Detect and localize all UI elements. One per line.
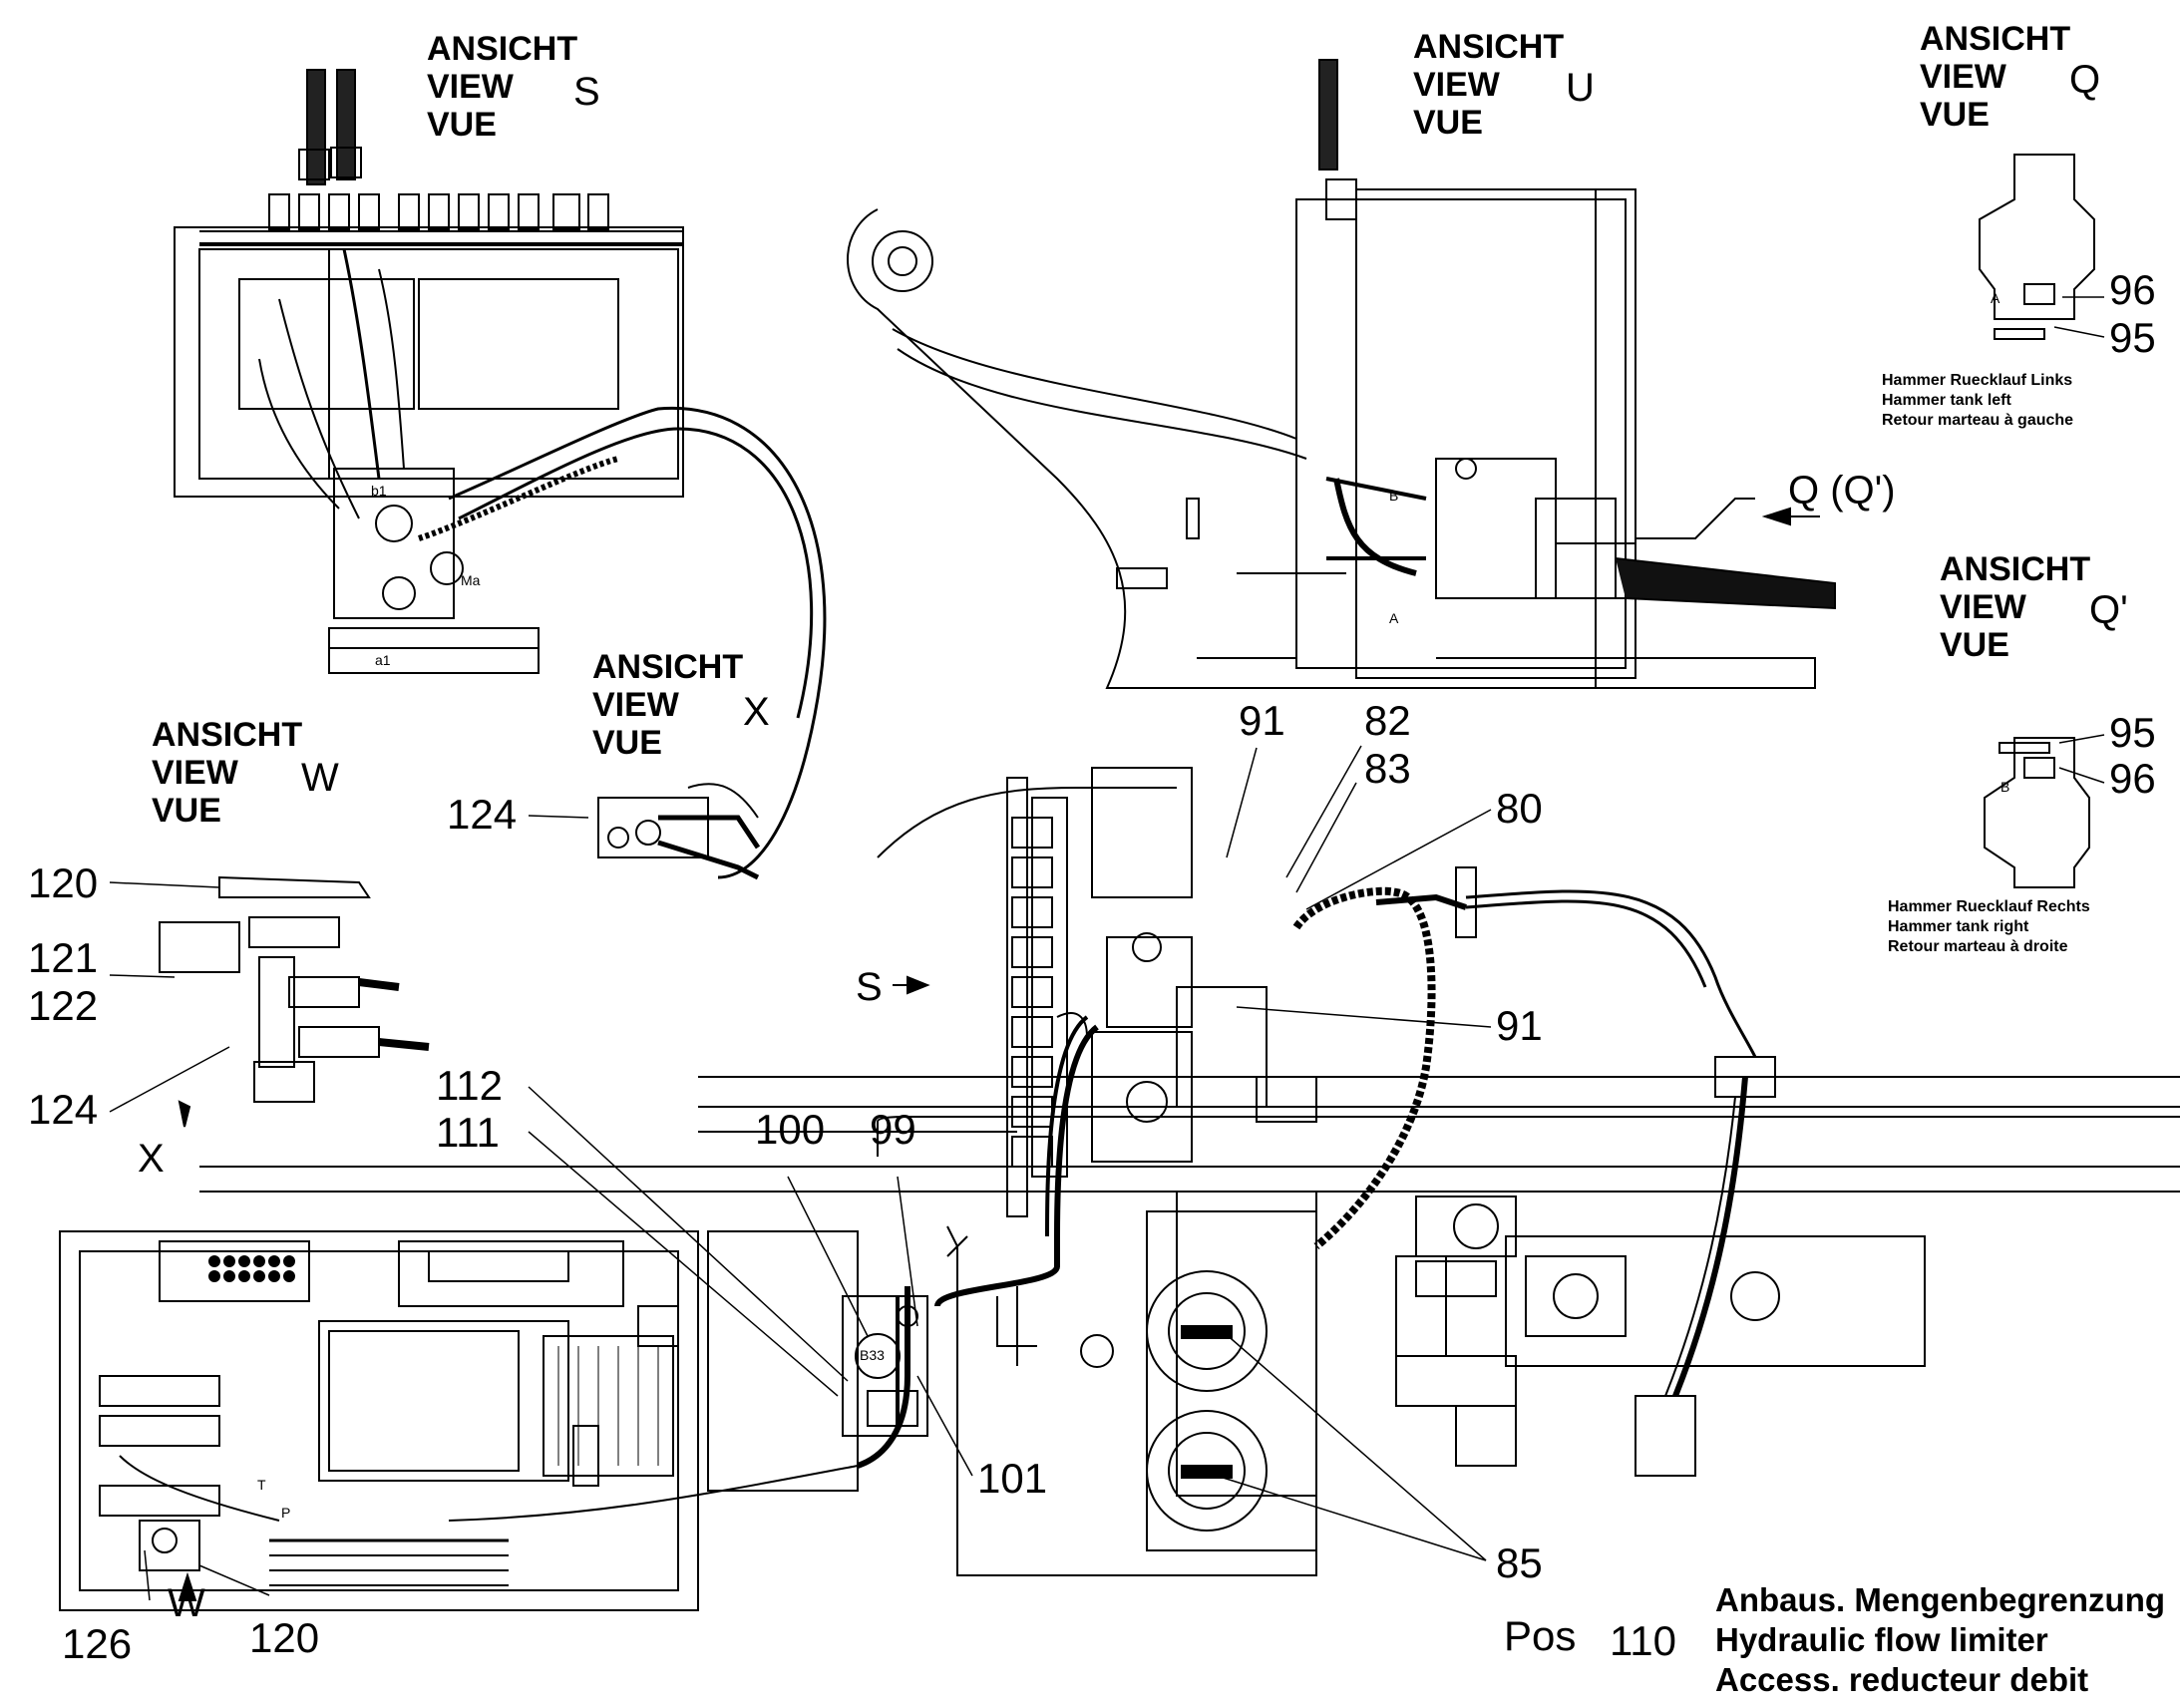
port-a-q-label: A (1991, 290, 2000, 306)
view-header-line-3: VUE (1413, 104, 1483, 142)
view-x-letter: X (743, 690, 770, 734)
callout-96: 96 (2109, 266, 2156, 313)
view-u-boom-assembly (847, 59, 1836, 689)
view-arrows (178, 507, 1820, 1601)
view-header-line-1: ANSICHT (1940, 550, 2091, 588)
callout-124: 124 (447, 791, 518, 838)
x-view-arrow-label: X (138, 1137, 165, 1181)
note-line: Retour marteau à droite (1888, 938, 2068, 955)
flow-limiter-valves (707, 1230, 928, 1492)
view-header-line-1: ANSICHT (592, 648, 744, 686)
view-x-header: ANSICHT VIEW VUE (592, 648, 743, 762)
q-view-arrow-label: Q (Q') (1788, 469, 1896, 512)
port-ma-label: Ma (461, 572, 481, 588)
view-s-header: ANSICHT VIEW VUE (427, 30, 577, 144)
view-x-connector (597, 783, 761, 880)
view-q-prime-port (1984, 737, 2090, 888)
note-line: Hammer tank right (1888, 918, 2029, 935)
note-line: Hammer Ruecklauf Links (1882, 372, 2073, 389)
callout-91: 91 (1496, 1002, 1543, 1049)
callout-80: 80 (1496, 785, 1543, 832)
callout-96: 96 (2109, 755, 2156, 802)
callout-83: 83 (1364, 745, 1411, 792)
view-header-line-3: VUE (592, 724, 662, 762)
view-s-valve-assembly (174, 69, 827, 879)
port-t-label: T (257, 1477, 266, 1493)
port-a-label: A (1389, 610, 1399, 626)
callout-112: 112 (436, 1062, 503, 1109)
view-s-letter: S (573, 70, 600, 114)
view-q-letter: Q (2069, 58, 2101, 102)
view-w-letter: W (301, 756, 339, 800)
view-header-line-2: VIEW (427, 68, 514, 106)
pos-label: Pos (1504, 1612, 1577, 1659)
view-header-line-1: ANSICHT (1413, 28, 1565, 66)
note-line: Retour marteau à gauche (1882, 412, 2074, 429)
view-u-header: ANSICHT VIEW VUE (1413, 28, 1564, 142)
port-b-q-label: B (2000, 779, 2010, 795)
view-q-header: ANSICHT VIEW VUE (1920, 20, 2070, 134)
port-a1-label: a1 (375, 652, 391, 668)
view-u-letter: U (1566, 66, 1595, 110)
view-header-line-1: ANSICHT (427, 30, 578, 68)
view-header-line-1: ANSICHT (1920, 20, 2071, 58)
note-hammer-tank-right: Hammer Ruecklauf Rechts Hammer tank righ… (1888, 897, 2090, 957)
callout-120: 120 (249, 1614, 320, 1661)
note-line: Hammer Ruecklauf Rechts (1888, 898, 2090, 915)
callout-95: 95 (2109, 709, 2156, 756)
view-q-prime-letter: Q' (2089, 588, 2128, 632)
note-line: Hammer tank left (1882, 392, 2011, 409)
view-header-line-3: VUE (152, 792, 221, 830)
view-header-line-2: VIEW (592, 686, 679, 724)
view-header-line-1: ANSICHT (152, 716, 303, 754)
callout-101: 101 (977, 1455, 1048, 1502)
leader-lines (109, 296, 2105, 1601)
callout-122: 122 (28, 982, 99, 1029)
callout-124: 124 (28, 1086, 99, 1133)
view-header-line-3: VUE (427, 106, 497, 144)
cab-floor-plan (59, 1230, 910, 1611)
port-p-label: P (281, 1505, 291, 1521)
view-q-port (1979, 154, 2095, 340)
callout-95: 95 (2109, 314, 2156, 361)
view-header-line-3: VUE (1940, 626, 2009, 664)
view-w-handle (159, 875, 430, 1128)
view-header-line-2: VIEW (1940, 588, 2026, 626)
callout-91: 91 (1239, 697, 1285, 744)
pos-number: 110 (1610, 1617, 1676, 1664)
callout-111: 111 (436, 1109, 500, 1156)
s-view-arrow-label: S (856, 965, 883, 1009)
view-header-line-3: VUE (1920, 96, 1990, 134)
callout-120: 120 (28, 859, 99, 906)
callout-100: 100 (755, 1106, 826, 1153)
view-q-prime-header: ANSICHT VIEW VUE (1940, 550, 2090, 664)
port-b1-label: b1 (371, 483, 387, 499)
port-b-label: B (1389, 488, 1399, 504)
drawing-caption: Anbaus. Mengenbegrenzung Hydraulic flow … (1715, 1580, 2165, 1700)
view-w-header: ANSICHT VIEW VUE (152, 716, 302, 830)
callout-121: 121 (28, 934, 99, 981)
view-header-line-2: VIEW (152, 754, 238, 792)
upperstructure-frame (199, 767, 2180, 1576)
callout-85: 85 (1496, 1539, 1543, 1586)
caption-line-english: Hydraulic flow limiter (1715, 1621, 2048, 1658)
caption-line-german: Anbaus. Mengenbegrenzung (1715, 1581, 2166, 1618)
caption-line-french: Access. reducteur debit (1715, 1661, 2089, 1698)
callout-82: 82 (1364, 697, 1411, 744)
view-header-line-2: VIEW (1413, 66, 1500, 104)
callout-126: 126 (62, 1620, 133, 1667)
b33-label: B33 (860, 1347, 885, 1363)
view-header-line-2: VIEW (1920, 58, 2006, 96)
note-hammer-tank-left: Hammer Ruecklauf Links Hammer tank left … (1882, 371, 2073, 431)
w-view-arrow-label: W (168, 1581, 205, 1625)
callout-99: 99 (870, 1106, 916, 1153)
